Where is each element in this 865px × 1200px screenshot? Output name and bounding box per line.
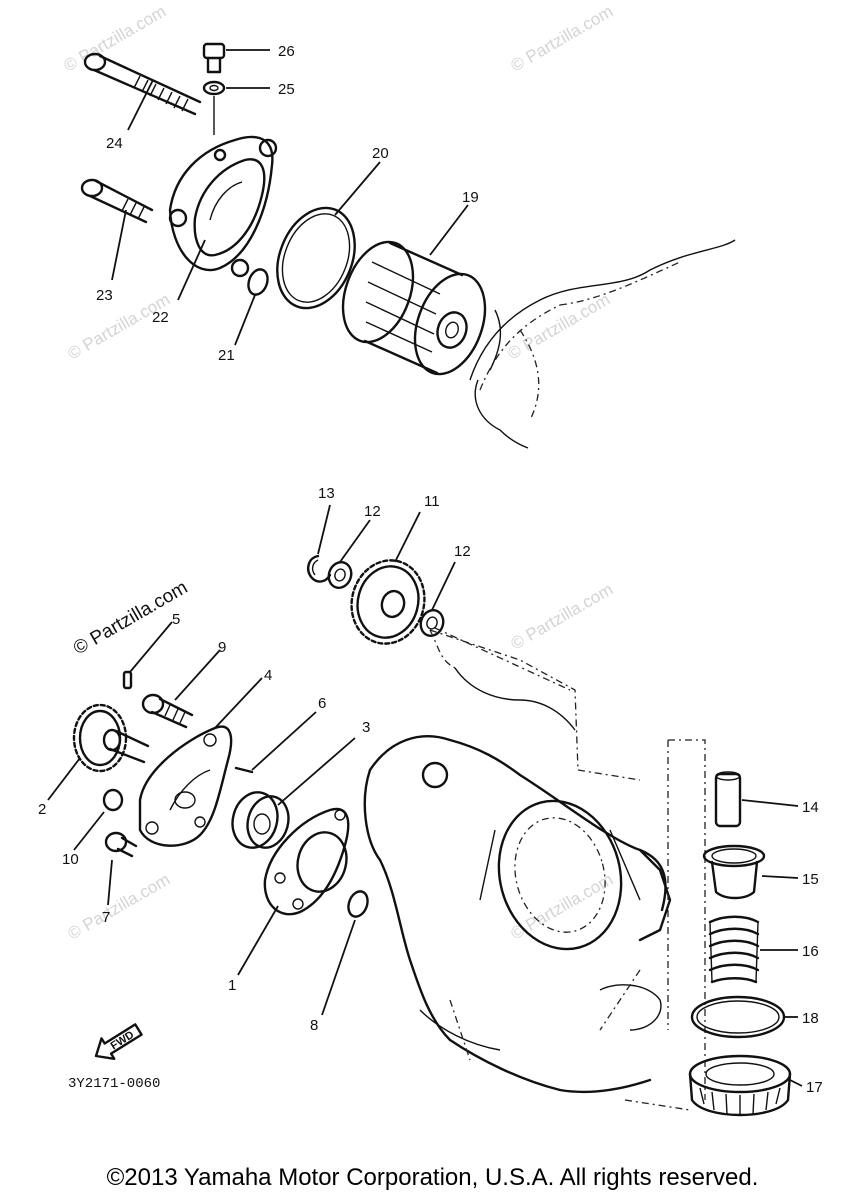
- part-23-short-bolt: [80, 178, 154, 224]
- leader-lines: [47, 49, 803, 1087]
- watermark: © Partzilla.com: [65, 870, 174, 944]
- part-21-small-oring: [247, 268, 269, 296]
- part-5-pin: [122, 670, 133, 690]
- callout-26: 26: [278, 43, 295, 60]
- callout-labels: 26 25 24 23 22 21 20 19 13 12 11 12 5 9 …: [38, 43, 823, 1096]
- callout-18: 18: [802, 1010, 819, 1027]
- callout-12: 12: [364, 503, 381, 520]
- part-6-pin: [234, 766, 254, 774]
- part-15-valve-cap: [702, 844, 766, 900]
- watermark: © Partzilla.com: [65, 290, 174, 364]
- part-2-gear-shaft: [72, 703, 150, 773]
- part-11-gear: [350, 559, 426, 645]
- callout-20: 20: [372, 145, 389, 162]
- part-10-dowel: [102, 788, 124, 812]
- callout-3: 3: [362, 719, 370, 736]
- watermarks: © Partzilla.com © Partzilla.com © Partzi…: [61, 2, 617, 944]
- alignment-lines: [434, 627, 706, 1111]
- fwd-label: FWD: [109, 1029, 137, 1052]
- watermark: © Partzilla.com: [61, 2, 170, 76]
- copyright-notice: ©2013 Yamaha Motor Corporation, U.S.A. A…: [106, 1164, 759, 1191]
- part-12-washer: [419, 609, 445, 637]
- callout-25: 25: [278, 81, 295, 98]
- callout-13: 13: [318, 485, 335, 502]
- callout-24: 24: [106, 135, 123, 152]
- part-7-screw: [104, 831, 138, 858]
- callout-12: 12: [454, 543, 471, 560]
- part-24-long-bolt: [83, 52, 202, 116]
- part-12-washer: [327, 561, 353, 589]
- part-19-oil-filter: [341, 240, 487, 376]
- callout-17: 17: [806, 1079, 823, 1096]
- callout-2: 2: [38, 801, 46, 818]
- callout-21: 21: [218, 347, 235, 364]
- watermark: © Partzilla.com: [508, 580, 617, 654]
- part-4-pump-housing: [138, 725, 233, 847]
- callout-10: 10: [62, 851, 79, 868]
- callout-5: 5: [172, 611, 180, 628]
- callout-4: 4: [264, 667, 272, 684]
- callout-16: 16: [802, 943, 819, 960]
- diagram-code: 3Y2171-0060: [68, 1076, 160, 1092]
- callout-14: 14: [802, 799, 819, 816]
- part-13-circlip: [306, 554, 332, 583]
- part-1-pump-cover: [263, 807, 350, 916]
- part-22-filter-cover: [168, 135, 278, 278]
- part-25-washer: [202, 80, 226, 96]
- fwd-arrow-icon: FWD: [94, 1023, 143, 1060]
- callout-7: 7: [102, 909, 110, 926]
- watermark: © Partzilla.com: [505, 290, 614, 364]
- callout-19: 19: [462, 189, 479, 206]
- part-20-large-oring: [276, 206, 356, 310]
- callout-11: 11: [424, 493, 440, 510]
- part-17-plug: [688, 1054, 792, 1117]
- part-16-spring: [708, 915, 760, 984]
- crankcase-upper-outline: [469, 239, 736, 449]
- watermark: © Partzilla.com: [508, 2, 617, 76]
- part-3-rotor: [231, 791, 290, 849]
- part-8-oring: [347, 890, 369, 918]
- part-14-collar: [714, 771, 742, 828]
- callout-22: 22: [152, 309, 169, 326]
- callout-15: 15: [802, 871, 819, 888]
- part-26-small-bolt: [202, 42, 226, 74]
- crankcase-lower: [363, 629, 672, 1094]
- callout-6: 6: [318, 695, 326, 712]
- callout-1: 1: [228, 977, 236, 994]
- part-9-bolt: [141, 693, 194, 729]
- callout-23: 23: [96, 287, 113, 304]
- callout-9: 9: [218, 639, 226, 656]
- watermark: © Partzilla.com: [508, 870, 617, 944]
- callout-8: 8: [310, 1017, 318, 1034]
- part-18-oring: [690, 995, 786, 1039]
